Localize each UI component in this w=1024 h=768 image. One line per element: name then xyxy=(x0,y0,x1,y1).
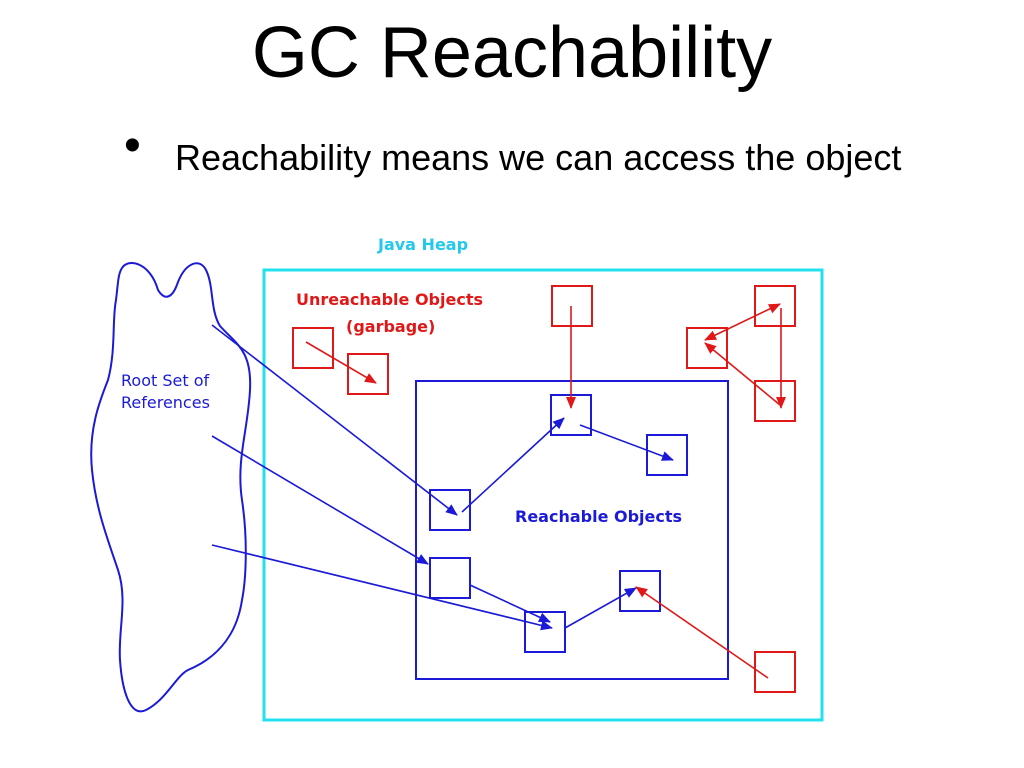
garbage-object-2 xyxy=(347,353,389,395)
slide-title: GC Reachability xyxy=(251,13,773,93)
ref-arrow-3-to-1 xyxy=(461,417,565,513)
reachable-object-5 xyxy=(524,611,566,653)
bullet-text: Reachability means we can access the obj… xyxy=(175,137,902,178)
outside-object-bottom xyxy=(754,651,796,693)
garbage-ref-arrow xyxy=(305,341,377,384)
reachable-object-4 xyxy=(429,557,471,599)
outside-ref-arrow-bottom xyxy=(635,586,769,679)
cycle-object-b xyxy=(686,327,728,369)
root-ref-arrow-3 xyxy=(211,544,553,631)
cycle-arrow-c-b xyxy=(704,342,781,406)
java-heap-box xyxy=(262,268,824,722)
root-label-line-1: Root Set of xyxy=(121,371,209,390)
reachable-object-2 xyxy=(646,434,688,476)
java-heap-label: Java Heap xyxy=(377,235,468,254)
root-set-cloud xyxy=(90,262,252,713)
bullet-marker: • xyxy=(124,119,141,172)
reachable-label: Reachable Objects xyxy=(515,507,682,526)
unreachable-label-line-1: Unreachable Objects xyxy=(296,290,483,309)
reachable-object-6 xyxy=(619,570,661,612)
ref-arrow-4-to-5 xyxy=(469,584,551,623)
reachable-region xyxy=(415,380,729,680)
unreachable-label-line-2: (garbage) xyxy=(346,317,435,336)
root-ref-arrow-2 xyxy=(211,435,429,565)
cycle-arrow-b-a xyxy=(704,303,781,341)
garbage-object-1 xyxy=(292,327,334,369)
outside-object-top xyxy=(551,285,593,327)
ref-arrow-1-to-2 xyxy=(579,424,674,461)
ref-arrow-5-to-6 xyxy=(564,587,637,629)
root-label-line-2: References xyxy=(121,393,210,412)
root-ref-arrow-1 xyxy=(211,324,458,516)
